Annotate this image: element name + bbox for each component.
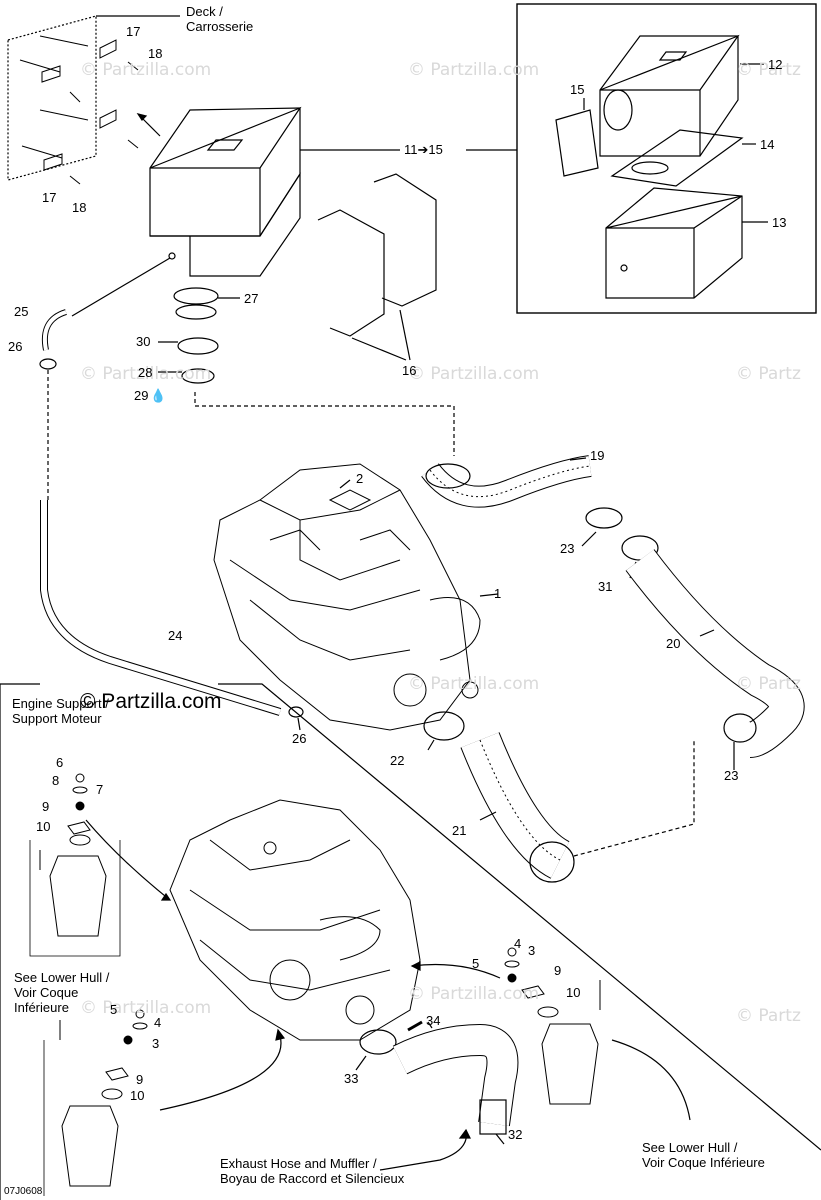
right-mount <box>504 947 601 1105</box>
callout-12: 12 <box>768 57 783 72</box>
callout-8: 8 <box>52 773 60 788</box>
see-lower-hull-left-line2: Voir Coque <box>14 985 79 1000</box>
callout-18: 18 <box>148 46 163 61</box>
air-box <box>149 106 302 277</box>
see-lower-hull-left-line1: See Lower Hull / <box>14 970 110 985</box>
callout-7: 7 <box>96 782 104 797</box>
deck-label: Deck / Carrosserie <box>186 4 253 34</box>
callout-17: 17 <box>42 190 57 205</box>
callout-5: 5 <box>472 956 480 971</box>
callout-14: 14 <box>760 137 775 152</box>
watermark: © Partzilla.com <box>80 998 212 1018</box>
diagram-code: 07J0608 <box>4 1186 43 1197</box>
exhaust-label-line1: Exhaust Hose and Muffler / <box>220 1156 377 1171</box>
callout-24: 24 <box>168 628 183 643</box>
see-lower-hull-right-line1: See Lower Hull / <box>642 1140 738 1155</box>
see-lower-hull-left: See Lower Hull / Voir Coque Inférieure <box>14 970 109 1015</box>
watermark: © Partzilla.com <box>408 364 540 384</box>
callout-32: 32 <box>508 1127 523 1142</box>
callout-3: 3 <box>152 1036 160 1051</box>
callout-16: 16 <box>402 363 417 378</box>
exhaust-label-line2: Boyau de Raccord et Silencieux <box>220 1171 405 1186</box>
callout-18: 18 <box>72 200 87 215</box>
callout-23: 23 <box>560 541 575 556</box>
callout-34: 34 <box>426 1013 441 1028</box>
callout-27: 27 <box>244 291 259 306</box>
watermark: © Partzilla.com <box>408 984 540 1004</box>
callout-26: 26 <box>292 731 307 746</box>
callout-19: 19 <box>590 448 605 463</box>
engine-support-label: Engine Support / Support Moteur <box>12 696 109 726</box>
callout-9: 9 <box>554 963 562 978</box>
callout-2: 2 <box>356 471 364 486</box>
callout-20: 20 <box>666 636 681 651</box>
callout-31: 31 <box>598 579 613 594</box>
callout-30: 30 <box>136 334 151 349</box>
callout-25: 25 <box>14 304 29 319</box>
callout-33: 33 <box>344 1071 359 1086</box>
callout-15: 15 <box>570 82 585 97</box>
sealant-drop-icon: 💧 <box>150 388 167 403</box>
straps <box>317 173 437 337</box>
callout-26: 26 <box>8 339 23 354</box>
callout-21: 21 <box>452 823 467 838</box>
callout-3: 3 <box>528 943 536 958</box>
engine-support-line1: Engine Support / <box>12 696 109 711</box>
see-lower-hull-right: See Lower Hull / Voir Coque Inférieure <box>642 1140 765 1170</box>
callout-4: 4 <box>154 1015 162 1030</box>
callout-5: 5 <box>110 1002 118 1017</box>
inset-parts <box>555 34 744 299</box>
watermark: © Partzilla.com <box>408 60 540 80</box>
deck-label-line2: Carrosserie <box>186 19 254 34</box>
callout-10: 10 <box>566 985 581 1000</box>
callout-23: 23 <box>724 768 739 783</box>
callout-29: 29 <box>134 388 149 403</box>
engine-upper <box>213 463 481 731</box>
callout-9: 9 <box>42 799 50 814</box>
deck-label-line1: Deck / <box>186 4 223 19</box>
callout-10: 10 <box>36 819 51 834</box>
callout-28: 28 <box>138 365 153 380</box>
watermark-main: © Partzilla.com <box>80 690 222 713</box>
watermark: © Partz <box>736 674 801 694</box>
inset-box <box>516 3 817 314</box>
callout-13: 13 <box>772 215 787 230</box>
watermark: © Partz <box>736 364 801 384</box>
watermark: © Partzilla.com <box>80 364 212 384</box>
engine-lower <box>169 799 421 1041</box>
callout-1: 1 <box>494 586 502 601</box>
watermark: © Partz <box>736 1006 801 1026</box>
watermark: © Partz <box>736 60 801 80</box>
callout-6: 6 <box>56 755 64 770</box>
callout-9: 9 <box>136 1072 144 1087</box>
callout-11-15: 11➔15 <box>404 142 443 157</box>
left-mount <box>39 773 107 937</box>
watermark: © Partzilla.com <box>80 60 212 80</box>
deck-wall <box>7 15 97 181</box>
deck-brackets <box>19 35 139 185</box>
exhaust-label: Exhaust Hose and Muffler / Boyau de Racc… <box>220 1156 404 1186</box>
left-lower-mount <box>59 1009 148 1187</box>
see-lower-hull-left-line3: Inférieure <box>14 1000 69 1015</box>
callout-4: 4 <box>514 936 522 951</box>
callout-10: 10 <box>130 1088 145 1103</box>
callout-17: 17 <box>126 24 141 39</box>
engine-support-line2: Support Moteur <box>12 711 102 726</box>
watermark: © Partzilla.com <box>408 674 540 694</box>
see-lower-hull-right-line2: Voir Coque Inférieure <box>642 1155 765 1170</box>
callout-22: 22 <box>390 753 405 768</box>
